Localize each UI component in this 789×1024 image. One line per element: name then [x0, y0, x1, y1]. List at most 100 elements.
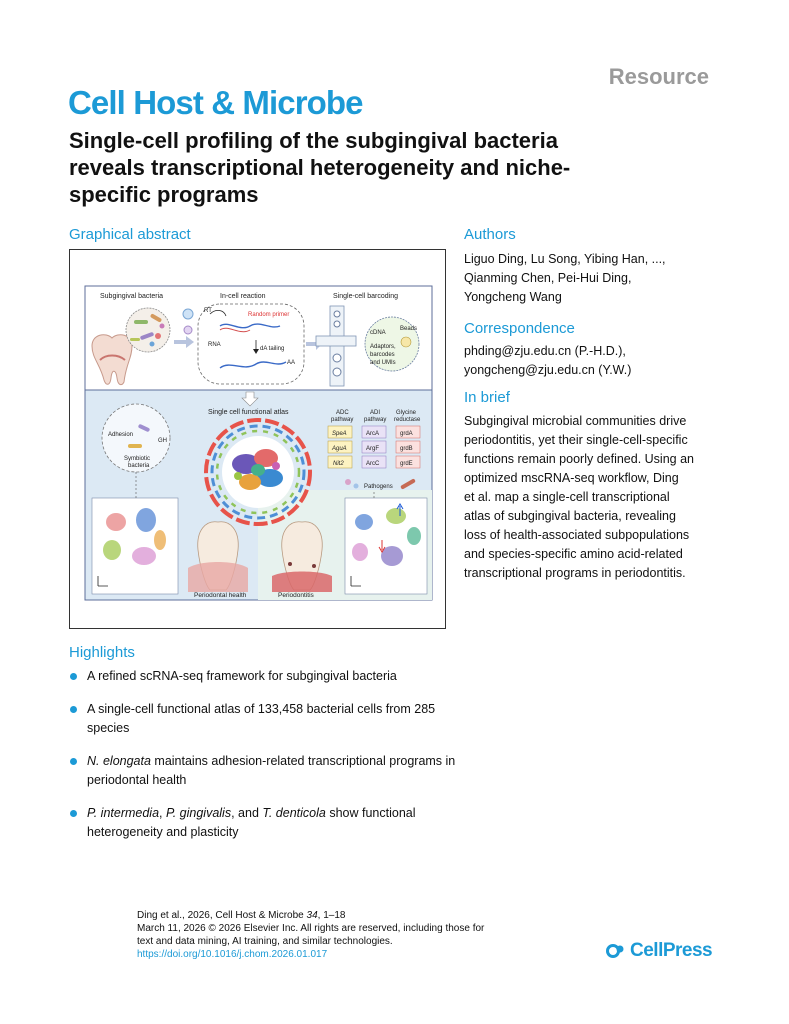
diseased-tooth [272, 521, 332, 592]
highlight-text: P. intermedia, P. gingivalis, and T. den… [87, 806, 416, 839]
gene-label: SpeA [332, 431, 347, 437]
author-line: Liguo Ding, Lu Song, Yibing Han, ..., [464, 252, 666, 266]
bead-droplet [364, 316, 420, 372]
brief-line: atlas of subgingival bacteria, revealing [464, 509, 676, 523]
highlight-text: N. elongata maintains adhesion-related t… [87, 754, 455, 787]
label-adi: ADI [370, 410, 380, 416]
label-glycine: Glycine [396, 410, 417, 416]
correspondence-heading: Correspondence [464, 320, 575, 337]
enzyme-icon [182, 308, 194, 320]
citation-prefix: Ding et al., 2026, Cell Host & Microbe [137, 910, 307, 921]
gene-cell [327, 455, 353, 469]
channel-horizontal [315, 335, 357, 347]
author-line: Qianming Chen, Pei-Hui Ding, [464, 271, 632, 285]
in-brief-heading: In brief [464, 389, 510, 406]
arrow-icon [174, 336, 194, 348]
gene-label: AguA [331, 446, 347, 452]
article-title: Single-cell profiling of the subgingival… [69, 127, 709, 208]
highlight-fragment: show functional heterogeneity and plasti… [87, 806, 416, 839]
label-adc: ADC [336, 410, 349, 416]
label-umis: and UMIs [370, 360, 396, 366]
species-name: N. elongata [87, 754, 151, 768]
bacterium-icon [138, 424, 150, 432]
brief-line: Subgingival microbial communities drive [464, 414, 687, 428]
droplet [332, 353, 342, 363]
journal-title[interactable]: Cell Host & Microbe [68, 84, 364, 121]
gene-cell [361, 440, 387, 454]
gene-cell [327, 425, 353, 439]
pathogen-icon [400, 479, 416, 489]
copyright-line: March 11, 2026 © 2026 Elsevier Inc. All … [137, 923, 485, 934]
article-type-label: Resource [608, 64, 709, 89]
highlights-heading: Highlights [69, 644, 135, 661]
graphical-abstract-heading: Graphical abstract [69, 226, 191, 243]
highlight-text: A single-cell functional atlas of 133,45… [87, 702, 435, 735]
label-pathogens: Pathogens [364, 484, 393, 490]
highlight-fragment: , and [231, 806, 263, 820]
pathogen-icon [345, 479, 351, 485]
email-link[interactable]: yongcheng@zju.edu.cn (Y.W.) [464, 363, 632, 377]
healthy-tooth [188, 521, 248, 592]
citation-footer: Ding et al., 2026, Cell Host & Microbe 3… [137, 909, 557, 961]
bacterium-icon [128, 444, 142, 448]
symbiotic-circle [101, 403, 171, 473]
citation-pages: , 1–18 [317, 910, 346, 921]
gene-cell [395, 440, 421, 454]
citation-volume: 34 [306, 910, 318, 921]
rna-strand [219, 323, 281, 329]
graphical-abstract-svg: Subgingival bacteria In-cell reaction Si… [84, 285, 433, 601]
label-periodontal-health: Periodontal health [194, 592, 247, 599]
label-in-cell-reaction: In-cell reaction [220, 293, 266, 300]
gene-cell [361, 455, 387, 469]
bullet-icon [70, 810, 77, 817]
down-arrowhead [253, 349, 259, 354]
cellpress-logo[interactable]: CellPress [606, 940, 713, 962]
brief-line: transcriptional programs in periodontiti… [464, 566, 686, 580]
in-brief-text: Subgingival microbial communities drive … [464, 412, 722, 583]
enzyme-icon [183, 325, 193, 335]
highlight-item: A single-cell functional atlas of 133,45… [69, 700, 469, 738]
bullet-icon [70, 706, 77, 713]
gene-label: ArcC [366, 461, 380, 467]
brief-line: periodontitis, yet their single-cell-spe… [464, 433, 688, 447]
pathogen-icon [353, 483, 359, 489]
primer-strand [219, 327, 251, 333]
gene-cell [395, 455, 421, 469]
author-line: Yongcheng Wang [464, 290, 562, 304]
label-reductase: reductase [394, 417, 421, 423]
cell-outline [197, 303, 305, 385]
label-atlas: Single cell functional atlas [208, 409, 289, 416]
title-line: specific programs [69, 182, 259, 207]
label-single-cell-barcoding: Single-cell barcoding [333, 293, 398, 300]
health-umap-points [103, 508, 166, 565]
arrow-icon [378, 540, 386, 553]
graphical-abstract-figure: Subgingival bacteria In-cell reaction Si… [69, 249, 446, 629]
brief-line: functions remain poorly defined. Using a… [464, 452, 694, 466]
highlights-list: A refined scRNA-seq framework for subgin… [69, 667, 469, 856]
gene-cell [327, 440, 353, 454]
label-beads: Beads [400, 326, 417, 332]
highlight-text: A refined scRNA-seq framework for subgin… [87, 669, 397, 683]
highlight-fragment: , [159, 806, 166, 820]
email-link[interactable]: phding@zju.edu.cn (P.-H.D.), [464, 344, 626, 358]
droplet [332, 367, 342, 377]
citation-line: Ding et al., 2026, Cell Host & Microbe 3… [137, 909, 557, 922]
highlight-item: N. elongata maintains adhesion-related t… [69, 752, 469, 790]
species-name: T. denticola [262, 806, 326, 820]
gene-label: ArgF [366, 446, 379, 452]
cdna-strand [219, 361, 287, 369]
gene-cell [395, 425, 421, 439]
arrow-icon [396, 503, 404, 516]
label-adaptors: Adaptors, [370, 344, 396, 350]
highlight-fragment: A refined scRNA-seq framework for subgin… [87, 669, 397, 683]
gene-label: grdB [400, 446, 413, 452]
gene-cell [361, 425, 387, 439]
copyright-line: text and data mining, AI training, and s… [137, 936, 393, 947]
cellpress-logo-icon [606, 944, 624, 958]
doi-link[interactable]: https://doi.org/10.1016/j.chom.2026.01.0… [137, 949, 328, 960]
highlight-fragment: A single-cell functional atlas of 133,45… [87, 702, 436, 735]
axis-icon [97, 576, 108, 587]
droplet [333, 310, 341, 318]
label-rt: RT [204, 308, 212, 314]
highlight-item: P. intermedia, P. gingivalis, and T. den… [69, 804, 469, 842]
